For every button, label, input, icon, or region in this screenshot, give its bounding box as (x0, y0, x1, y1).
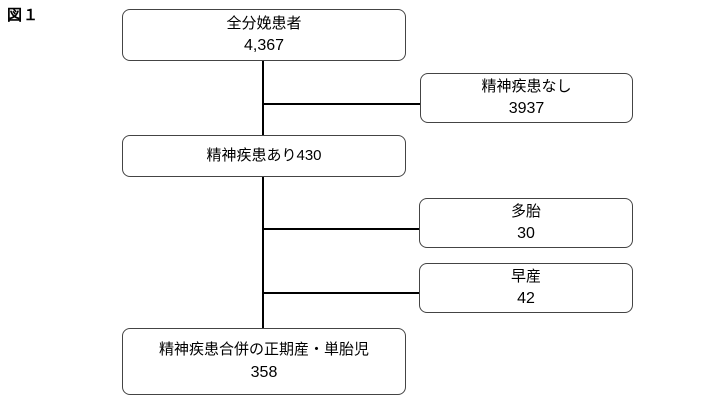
box-term-singleton-count: 358 (250, 363, 278, 381)
box-multiple-pregnancy: 多胎 30 (419, 198, 633, 248)
box-total-deliveries-label: 全分娩患者 (226, 14, 302, 32)
box-no-mental-illness-label: 精神疾患なし (481, 77, 572, 95)
connector-branch-nomental (262, 103, 420, 105)
connector-branch-preterm (262, 292, 419, 294)
box-term-singleton-with-mental-illness: 精神疾患合併の正期産・単胎児 358 (122, 328, 406, 395)
box-total-deliveries-count: 4,367 (243, 37, 285, 55)
box-multiple-pregnancy-count: 30 (517, 225, 535, 243)
box-preterm-birth: 早産 42 (419, 263, 633, 313)
box-multiple-pregnancy-label: 多胎 (510, 202, 541, 220)
box-with-mental-illness-label: 精神疾患あり430 (206, 147, 322, 165)
box-with-mental-illness: 精神疾患あり430 (122, 135, 406, 177)
box-no-mental-illness-count: 3937 (508, 100, 545, 118)
figure-label: 図１ (7, 7, 40, 24)
box-term-singleton-label: 精神疾患合併の正期産・単胎児 (158, 341, 369, 359)
box-no-mental-illness: 精神疾患なし 3937 (420, 73, 633, 123)
connector-total-to-mental (262, 61, 264, 135)
box-preterm-birth-label: 早産 (510, 267, 541, 285)
box-preterm-birth-count: 42 (517, 290, 535, 308)
connector-mental-to-final (262, 177, 264, 328)
box-total-deliveries: 全分娩患者 4,367 (122, 9, 406, 61)
connector-branch-multiple (262, 228, 419, 230)
